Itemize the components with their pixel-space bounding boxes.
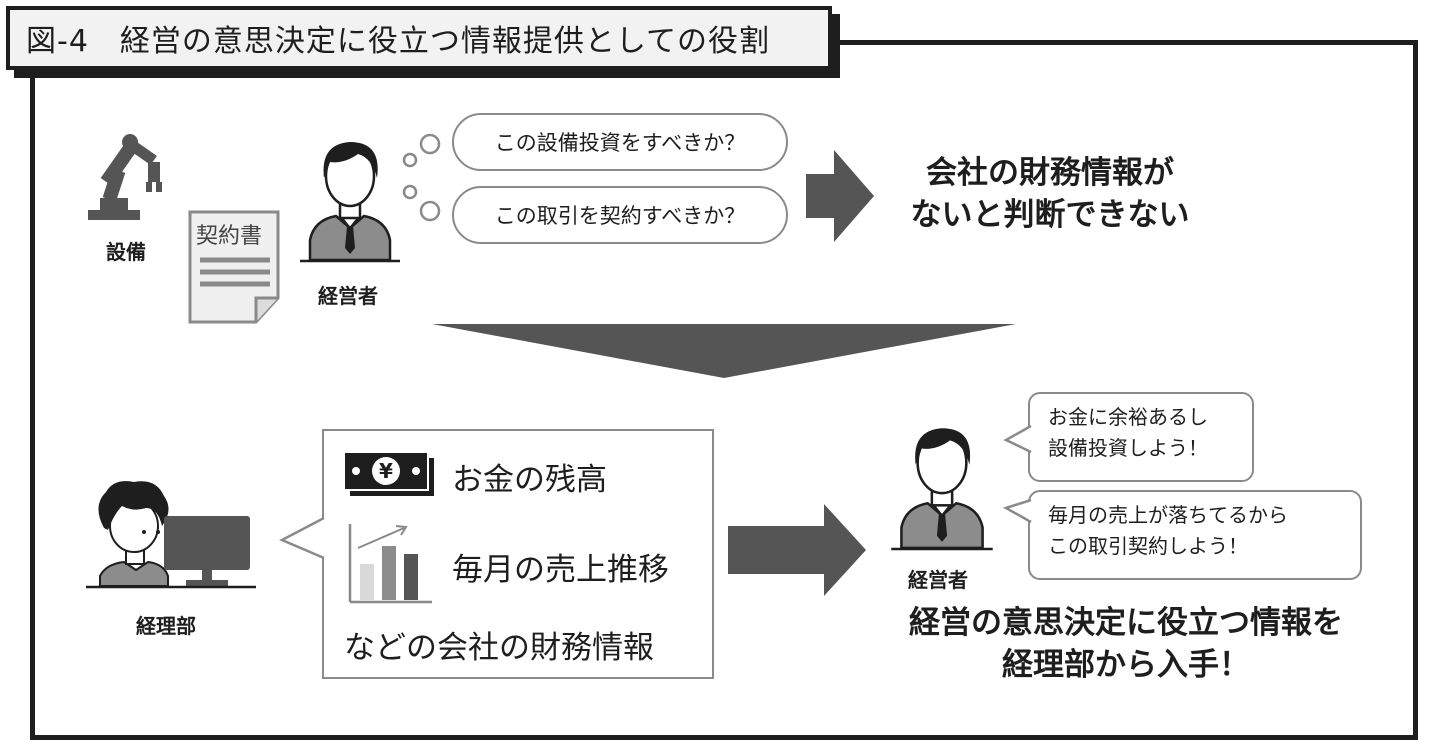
speech-investment-line-1: お金に余裕あるし — [1048, 405, 1208, 429]
bottom-conclusion-line-1: 経営の意思決定に役立つ情報を — [909, 605, 1343, 641]
contract-title: 契約書 — [196, 224, 263, 249]
manager-label-bottom: 経営者 — [908, 568, 968, 592]
manager-avatar — [300, 142, 400, 263]
down-arrow-icon — [432, 324, 1016, 378]
speech-pointer-2 — [1002, 498, 1034, 524]
bottom-conclusion-line-2: 経理部から入手！ — [1002, 647, 1250, 683]
contract-document-icon — [188, 210, 280, 324]
top-conclusion-line-1: 会社の財務情報が — [926, 155, 1174, 191]
speech-bubble-contract: 毎月の売上が落ちてるから この取引契約しよう！ — [1028, 490, 1362, 580]
info-item-sales: 毎月の売上推移 — [452, 552, 669, 588]
info-box-pointer — [279, 516, 328, 560]
accounting-label: 経理部 — [136, 614, 196, 638]
thought-dots — [402, 133, 441, 222]
speech-bubble-investment: お金に余裕あるし 設備投資しよう！ — [1028, 392, 1254, 482]
robot-arm-icon — [88, 134, 162, 220]
top-conclusion: 会社の財務情報が ないと判断できない — [880, 152, 1220, 236]
arrow-right-icon — [806, 150, 874, 242]
thought-bubble-contract: この取引を契約すべきか？ — [452, 186, 788, 244]
speech-pointer-1 — [1003, 424, 1034, 454]
info-item-balance: お金の残高 — [452, 462, 607, 498]
info-footer: などの会社の財務情報 — [344, 630, 654, 666]
speech-investment-line-2: 設備投資しよう！ — [1048, 436, 1208, 460]
manager-avatar-bottom — [891, 428, 993, 551]
thought-bubble-equipment: この設備投資をすべきか？ — [452, 113, 788, 171]
yen-symbol: ¥ — [379, 459, 393, 483]
equipment-label: 設備 — [106, 240, 146, 264]
speech-contract-line-1: 毎月の売上が落ちてるから — [1048, 503, 1288, 527]
arrow-right-icon-bottom — [728, 504, 866, 596]
banknote-icon: ¥ — [343, 451, 434, 496]
top-conclusion-line-2: ないと判断できない — [910, 197, 1190, 233]
figure-title: 図-4 経営の意思決定に役立つ情報提供としての役割 — [6, 6, 832, 70]
accounting-staff-icon — [86, 481, 256, 589]
sales-chart-icon — [348, 524, 432, 604]
manager-label-top: 経営者 — [318, 284, 378, 308]
bottom-conclusion: 経営の意思決定に役立つ情報を 経理部から入手！ — [876, 602, 1376, 686]
speech-contract-line-2: この取引契約しよう！ — [1048, 534, 1248, 558]
